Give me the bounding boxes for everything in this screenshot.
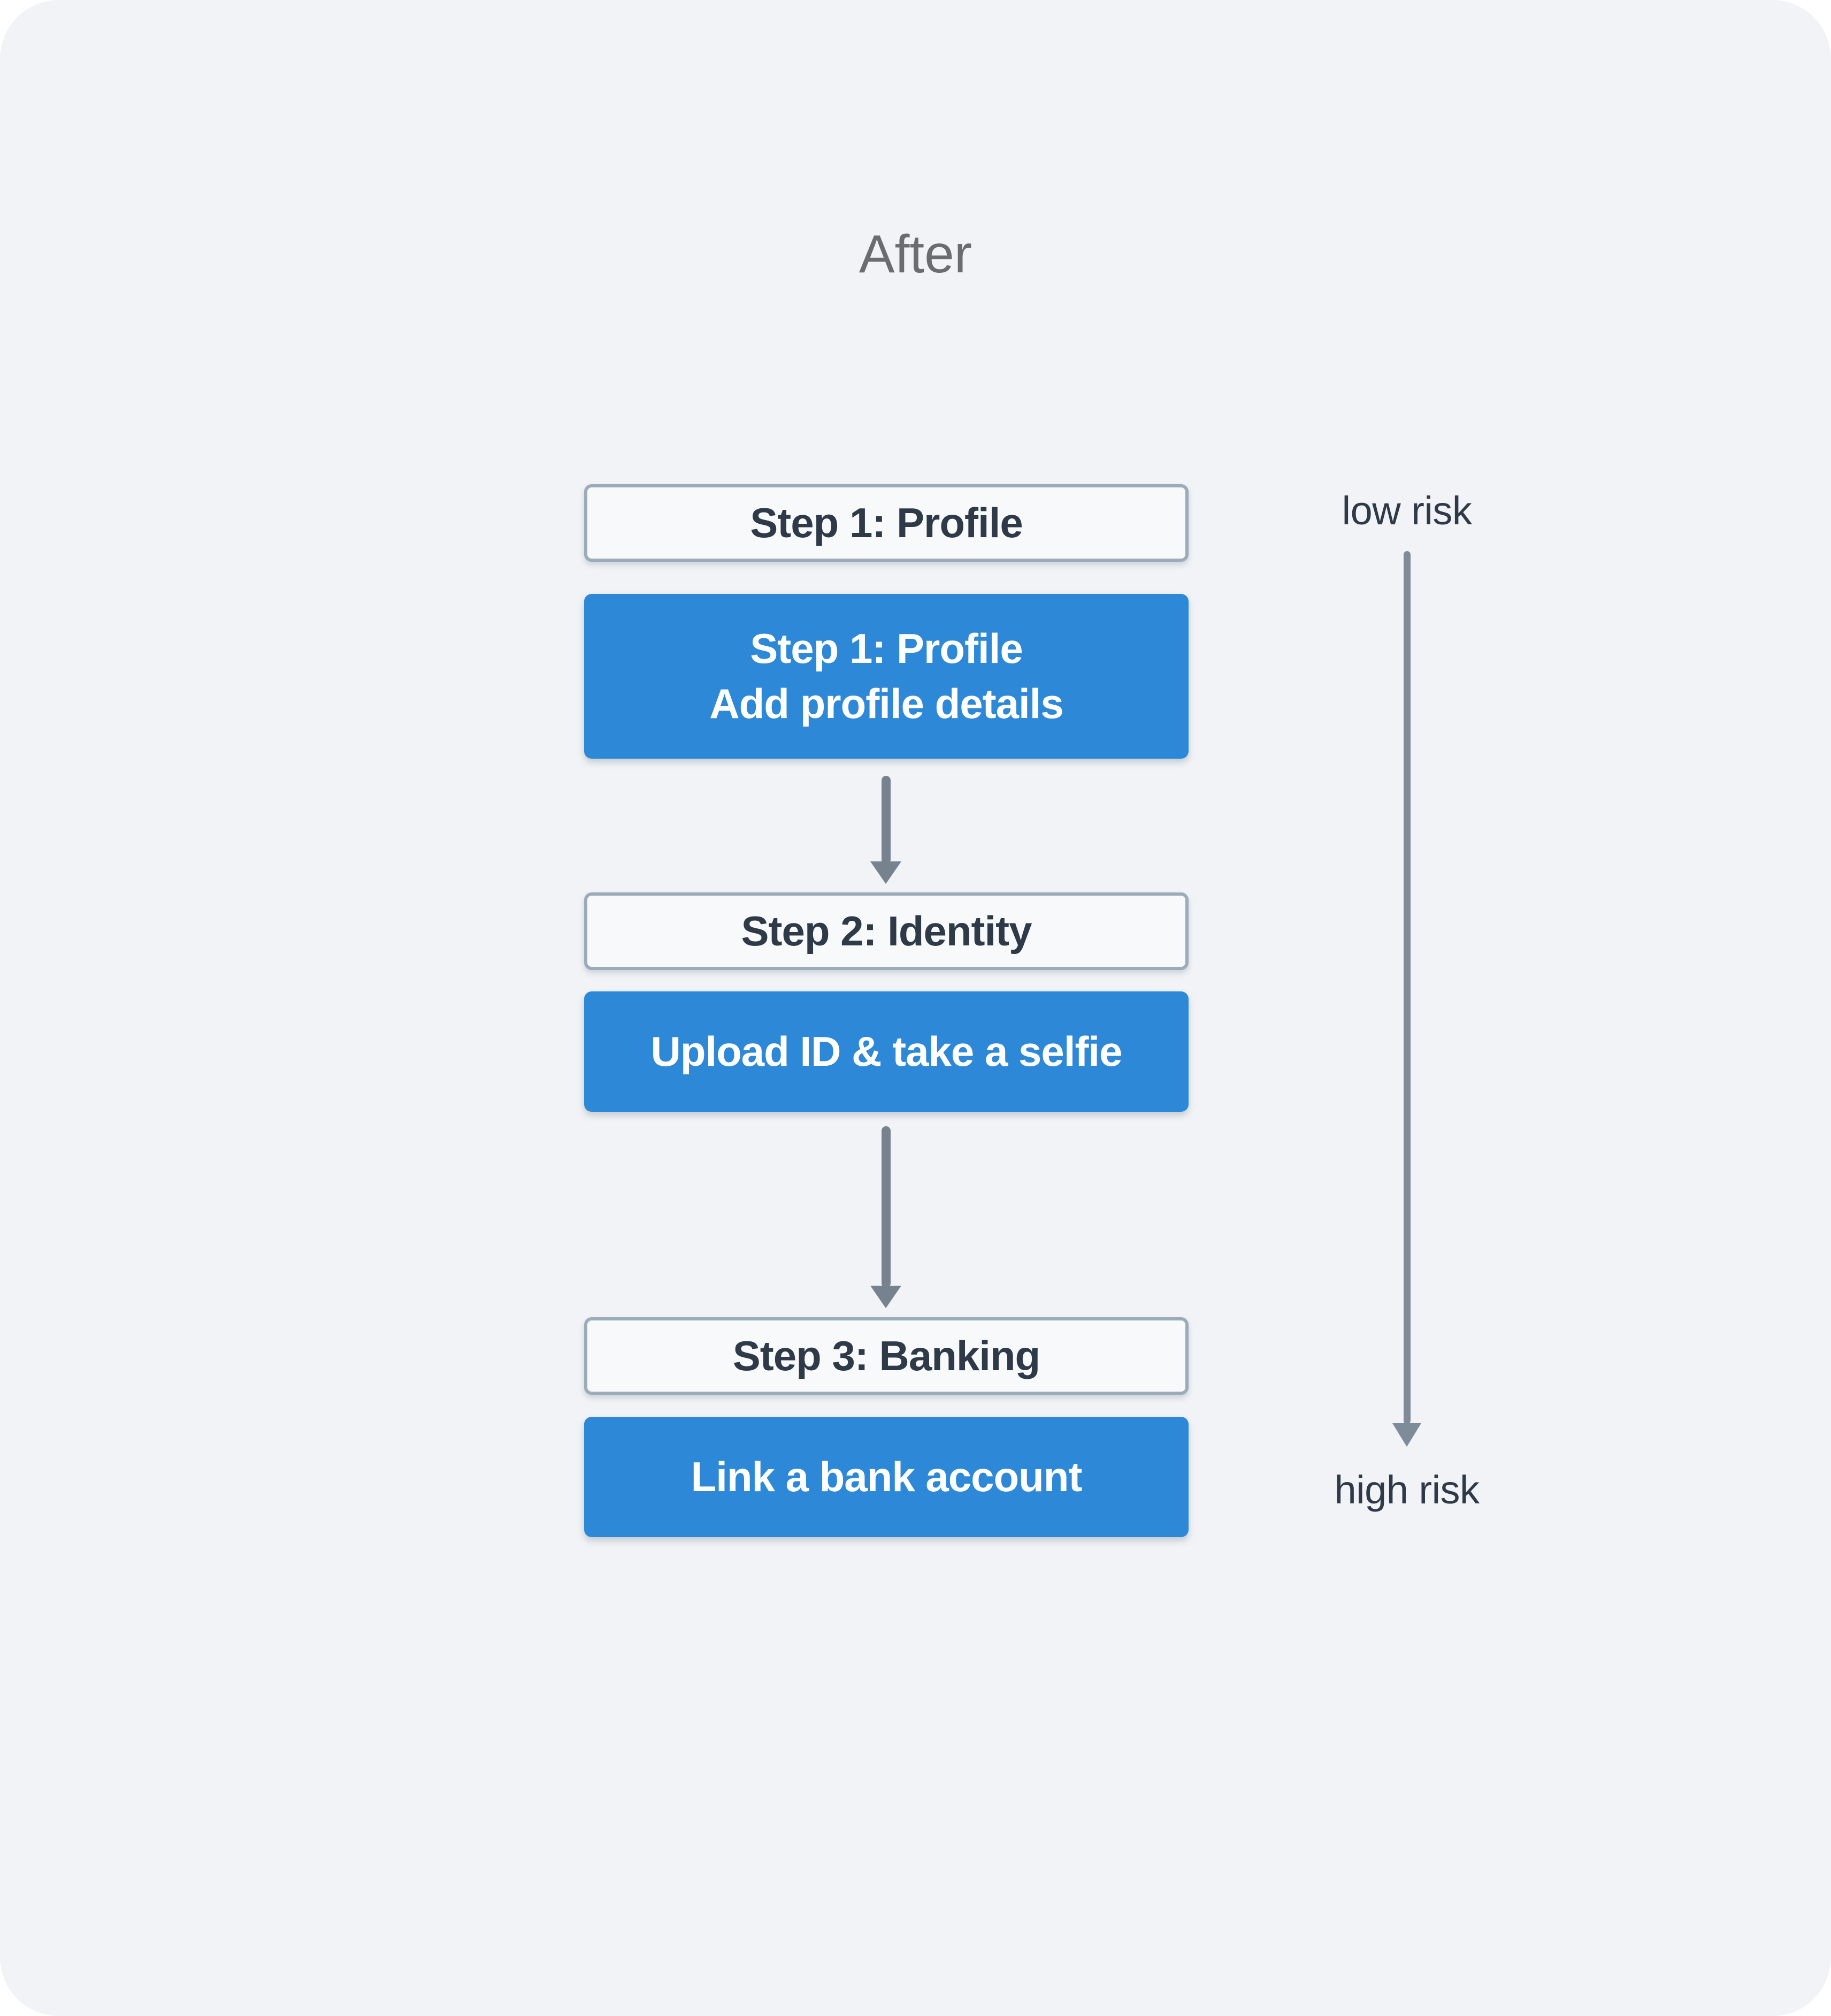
down-arrow-icon [882, 1126, 891, 1288]
step-3-header-label: Step 3: Banking [732, 1332, 1040, 1379]
risk-axis-arrow-icon [1404, 551, 1411, 1424]
down-arrow-head-icon [870, 861, 901, 884]
step-1-header-label: Step 1: Profile [750, 499, 1023, 546]
risk-axis-arrow-head-icon [1392, 1423, 1421, 1447]
down-arrow-head-icon [870, 1286, 901, 1308]
step-3-header-box: Step 3: Banking [584, 1317, 1189, 1395]
step-3-detail-box: Link a bank account [584, 1417, 1189, 1537]
step-2-header-box: Step 2: Identity [584, 892, 1189, 970]
step-2-detail-box: Upload ID & take a selfie [584, 991, 1189, 1112]
step-1-detail-box: Step 1: Profile Add profile details [584, 594, 1189, 759]
step-1-detail-line-1: Step 1: Profile [750, 625, 1023, 672]
step-1-detail-line-2: Add profile details [709, 680, 1063, 727]
risk-scale-low-label: low risk [1342, 488, 1472, 533]
step-2-detail-line-1: Upload ID & take a selfie [650, 1028, 1123, 1075]
down-arrow-icon [882, 776, 891, 864]
diagram-title: After [859, 224, 972, 284]
step-2-header-label: Step 2: Identity [741, 907, 1032, 954]
step-3-detail-line-1: Link a bank account [691, 1453, 1083, 1500]
step-1-header-box: Step 1: Profile [584, 484, 1189, 562]
risk-scale-high-label: high risk [1334, 1468, 1480, 1512]
